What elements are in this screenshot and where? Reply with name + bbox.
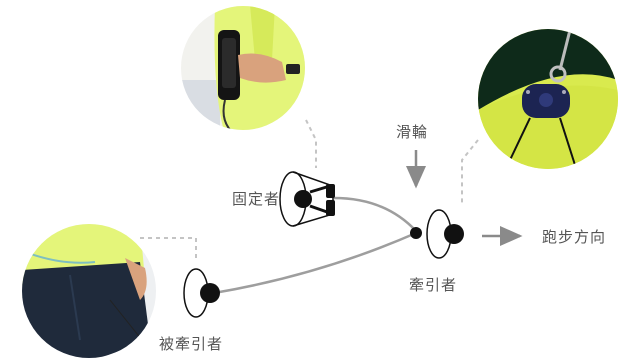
towed-photo: [22, 224, 156, 358]
direction-label: 跑步方向: [542, 228, 607, 246]
pulley-connector: [461, 139, 479, 206]
towed-label: 被牽引者: [159, 335, 224, 353]
anchor-label: 固定者: [232, 190, 281, 208]
pulley-icon: [410, 227, 422, 239]
anchor-rope: [333, 196, 417, 232]
anchor-connector: [305, 119, 317, 168]
anchor-photo: [181, 6, 305, 130]
puller-label: 牽引者: [409, 276, 458, 294]
towed-rope: [213, 231, 417, 295]
towed-connector: [140, 237, 197, 262]
pulley-label: 滑輪: [396, 123, 429, 141]
towed-person-icon: [183, 268, 220, 318]
pulley-photo: [478, 29, 618, 169]
puller-person-icon: [426, 209, 464, 259]
anchor-person-icon: [279, 171, 335, 227]
